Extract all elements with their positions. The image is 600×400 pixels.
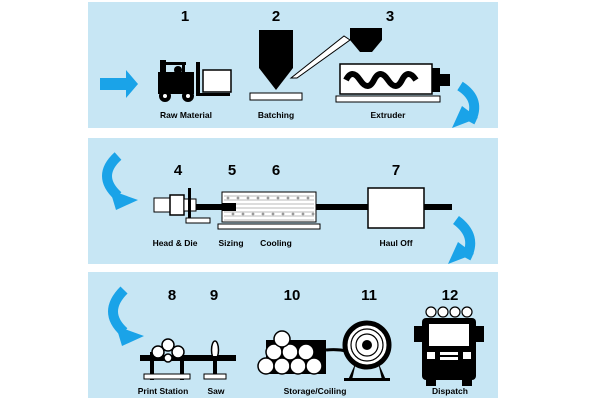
step-number: 1 [180, 8, 190, 25]
step-number: 11 [361, 287, 377, 304]
step-number: 12 [441, 287, 459, 304]
step-number: 8 [167, 287, 177, 304]
step-number: 7 [391, 162, 401, 179]
print-station-icon [143, 338, 191, 380]
forklift-icon [158, 60, 232, 102]
cooling-tank-icon [217, 191, 321, 230]
step-label: Print Station [137, 386, 189, 396]
step-label: Storage/Coiling [283, 386, 347, 396]
step-label: Cooling [260, 238, 292, 248]
step-number: 6 [271, 162, 281, 179]
step-number: 10 [283, 287, 301, 304]
flow-arrow-icon [452, 81, 480, 128]
input-arrow-icon [100, 70, 138, 98]
coil-reel-icon [325, 320, 392, 381]
flow-arrow-icon [102, 152, 138, 210]
step-label: Saw [207, 386, 225, 396]
hopper-icon [249, 30, 351, 101]
step-number: 4 [173, 162, 183, 179]
haul-off-icon [367, 187, 425, 229]
extruder-icon [335, 28, 450, 103]
saw-icon [203, 340, 227, 380]
pipe-stack-icon [257, 330, 326, 375]
step-label: Haul Off [379, 238, 413, 248]
step-label: Raw Material [160, 110, 212, 120]
step-label: Sizing [218, 238, 244, 248]
step-label: Batching [257, 110, 295, 120]
step-number: 9 [209, 287, 219, 304]
truck-icon [414, 306, 484, 386]
flow-arrow-icon [448, 215, 476, 264]
step-number: 3 [385, 8, 395, 25]
flow-arrow-icon [108, 286, 144, 346]
step-label: Dispatch [432, 386, 468, 396]
step-label: Head & Die [152, 238, 198, 248]
step-number: 2 [271, 8, 281, 25]
die-head-icon [153, 188, 211, 224]
step-number: 5 [227, 162, 237, 179]
step-label: Extruder [370, 110, 406, 120]
